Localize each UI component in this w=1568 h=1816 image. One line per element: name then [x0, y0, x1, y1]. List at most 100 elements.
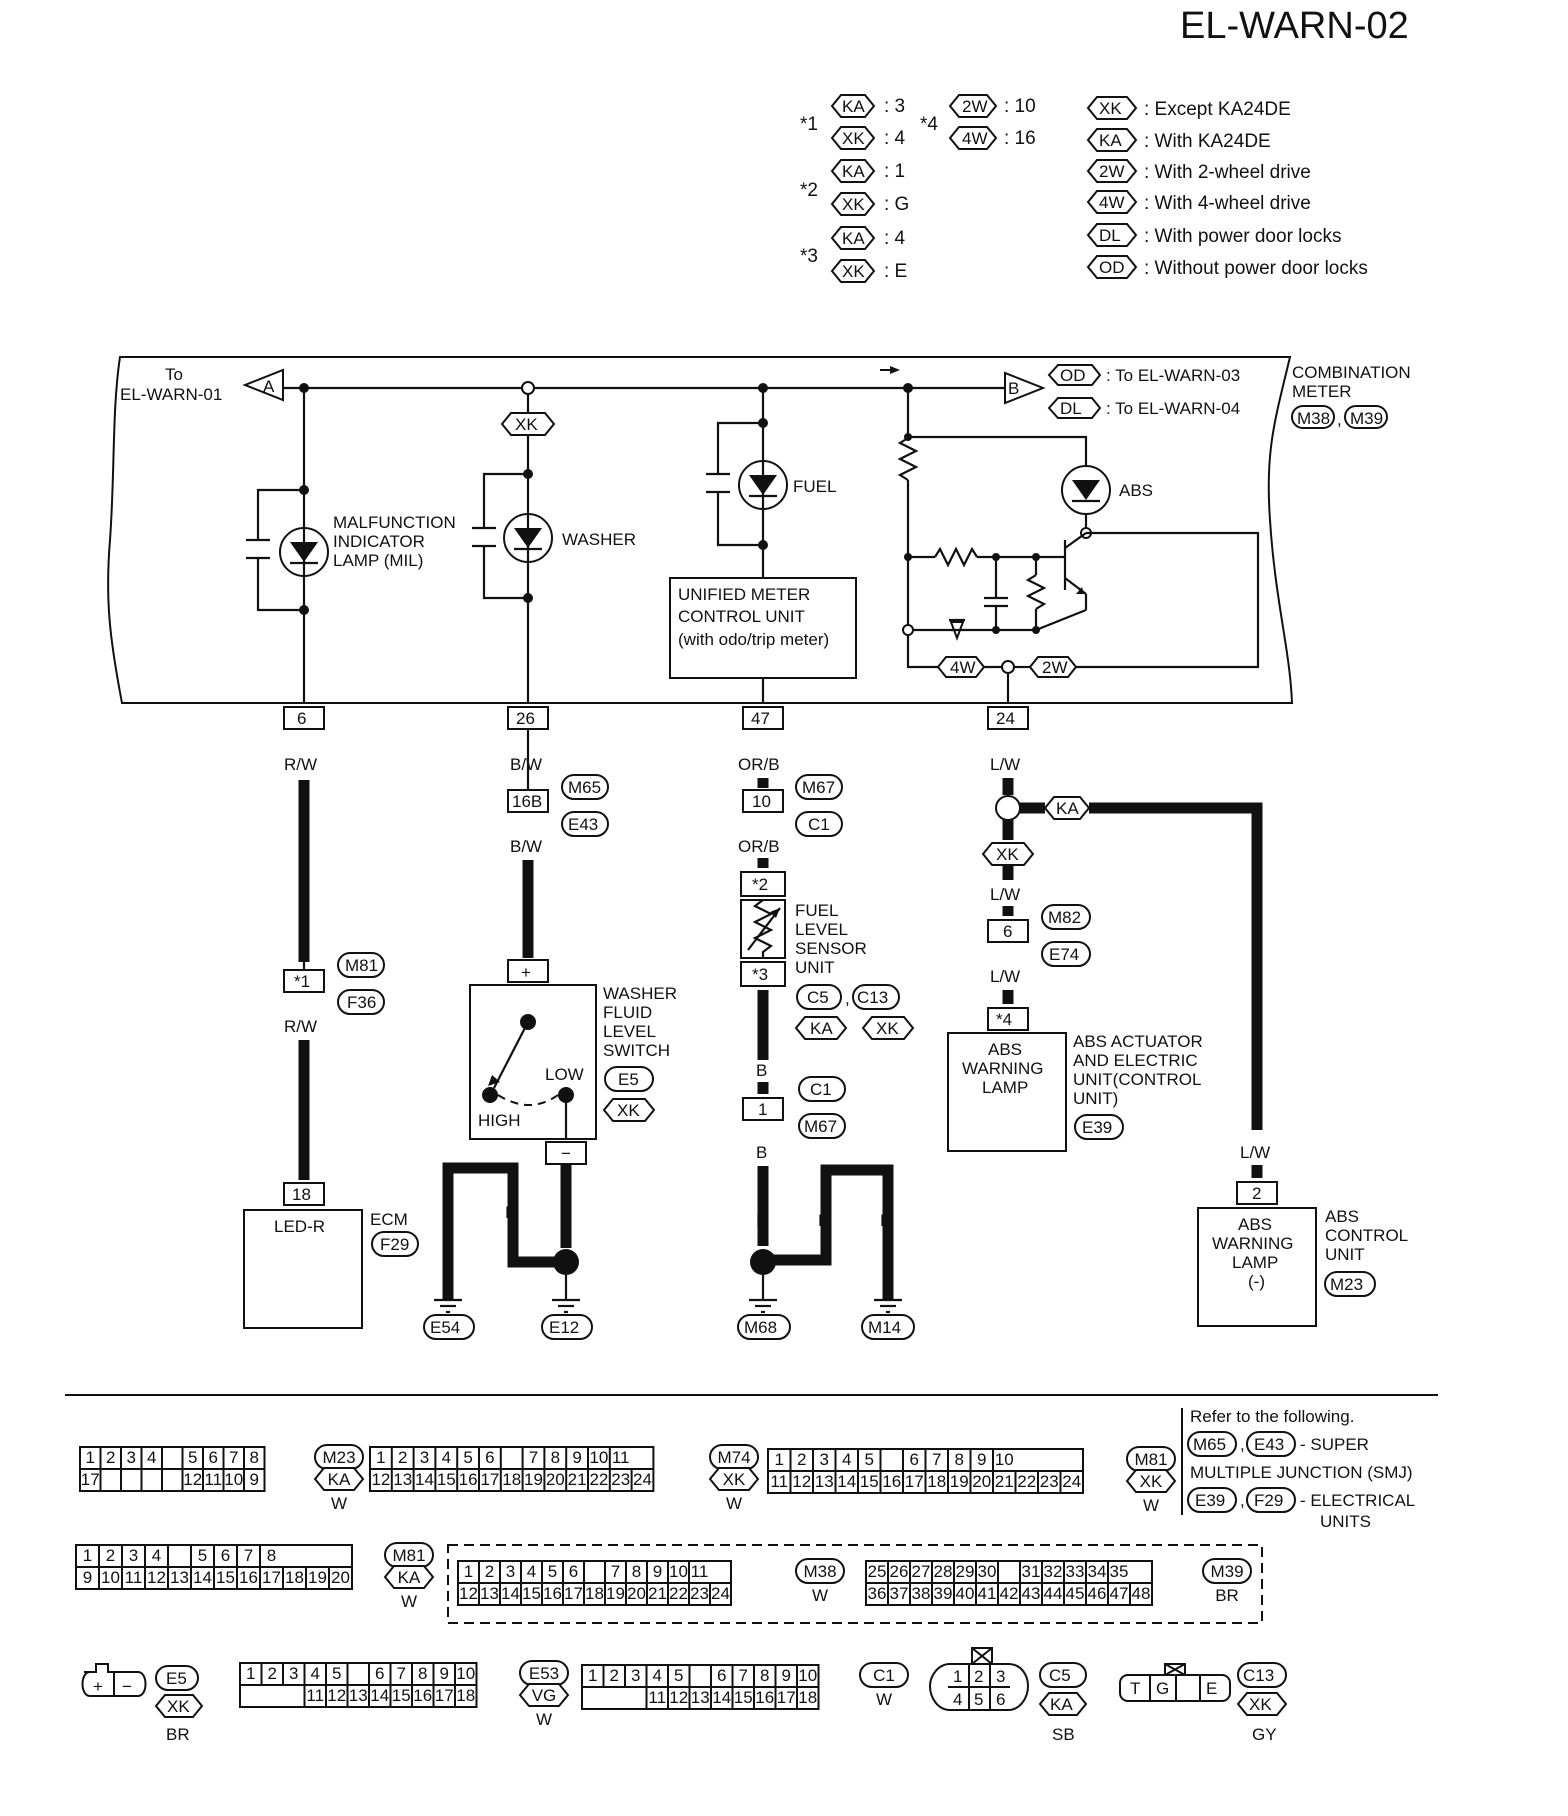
- note-code: 4W: [962, 129, 988, 148]
- svg-text:C13: C13: [1243, 1666, 1274, 1685]
- connector-color: W: [331, 1494, 347, 1513]
- pin-number: 4: [311, 1664, 320, 1683]
- connector-option: KA: [328, 1470, 351, 1489]
- pin-number: 26: [890, 1562, 909, 1581]
- svg-text:SWITCH: SWITCH: [603, 1041, 670, 1060]
- ground-e54: [423, 1314, 475, 1340]
- pin-number: 10: [798, 1666, 817, 1685]
- svg-text:UNIFIED METER: UNIFIED METER: [678, 585, 810, 604]
- pin-number: 30: [978, 1562, 997, 1581]
- svg-text:*2: *2: [752, 875, 768, 894]
- pin-number: 16: [413, 1686, 432, 1705]
- pin-number: 10: [589, 1448, 608, 1467]
- svg-text:WARNING: WARNING: [1212, 1234, 1294, 1253]
- svg-text:F36: F36: [347, 993, 376, 1012]
- svg-text:LAMP: LAMP: [982, 1078, 1028, 1097]
- pin-number: 47: [1110, 1584, 1129, 1603]
- pin-number: 2: [268, 1664, 277, 1683]
- pin-number: 7: [244, 1546, 253, 1565]
- svg-text:2W: 2W: [1042, 658, 1068, 677]
- pin-number: 8: [267, 1546, 276, 1565]
- pin-number: 40: [956, 1584, 975, 1603]
- svg-text:M67: M67: [802, 778, 835, 797]
- pin-number: 10: [669, 1562, 688, 1581]
- pin-number: 27: [912, 1562, 931, 1581]
- svg-text:ABS: ABS: [1325, 1207, 1359, 1226]
- pin-number: 45: [1066, 1584, 1085, 1603]
- pin-number: 20: [972, 1472, 991, 1491]
- connector-color: W: [536, 1710, 552, 1729]
- pin-number: 13: [691, 1688, 710, 1707]
- pin-number: 3: [127, 1448, 136, 1467]
- washer-lamp-icon: [503, 513, 553, 563]
- note-value: : E: [884, 261, 907, 282]
- svg-text:: Without power door locks: : Without power door locks: [1144, 258, 1368, 279]
- pin-number: 1: [83, 1546, 92, 1565]
- pin-number: 3: [506, 1562, 515, 1581]
- pin-number: 5: [188, 1448, 197, 1467]
- pin-number: 3: [631, 1666, 640, 1685]
- legend-item: OD : Without power door locks: [1086, 255, 1368, 279]
- legend-item: 2W : With 2-wheel drive: [1086, 159, 1311, 183]
- svg-text:FUEL: FUEL: [793, 477, 836, 496]
- pin-number: 20: [627, 1584, 646, 1603]
- connector-c13: T G E C13 XK GY: [1119, 1662, 1288, 1744]
- pin-number: 2: [797, 1450, 806, 1469]
- svg-text:SENSOR: SENSOR: [795, 939, 867, 958]
- svg-text:KA: KA: [810, 1019, 833, 1038]
- pin-number: 6: [485, 1448, 494, 1467]
- pin-number: 4: [653, 1666, 662, 1685]
- pin-number: 22: [589, 1470, 608, 1489]
- pin-number: 1: [376, 1448, 385, 1467]
- svg-text:B: B: [818, 1211, 829, 1230]
- svg-text:1: 1: [953, 1667, 962, 1686]
- pin-number: 39: [934, 1584, 953, 1603]
- svg-text:UNIT: UNIT: [1325, 1245, 1365, 1264]
- pin-number: 1: [588, 1666, 597, 1685]
- note-mark: *4: [920, 114, 938, 135]
- fuel-lamp-icon: [738, 460, 788, 510]
- pin-number: 7: [932, 1450, 941, 1469]
- svg-text:,: ,: [1240, 1435, 1245, 1454]
- pin-number: 6: [569, 1562, 578, 1581]
- pin-number: 15: [522, 1584, 541, 1603]
- ground-m68: [737, 1314, 791, 1340]
- pin-number: 5: [674, 1666, 683, 1685]
- svg-text:ABS: ABS: [1119, 481, 1153, 500]
- svg-text:,: ,: [845, 989, 850, 1008]
- svg-text:WASHER: WASHER: [562, 530, 636, 549]
- svg-text:KA: KA: [1056, 799, 1079, 818]
- pin-number: 11: [691, 1562, 709, 1581]
- pin-number: 33: [1066, 1562, 1085, 1581]
- pin-number: 10: [456, 1664, 475, 1683]
- svg-text:B: B: [880, 1211, 891, 1230]
- svg-text:: Except KA24DE: : Except KA24DE: [1144, 99, 1291, 120]
- svg-text:: With 2-wheel drive: : With 2-wheel drive: [1144, 162, 1311, 183]
- pin-number: 20: [331, 1568, 350, 1587]
- pin-number: 3: [820, 1450, 829, 1469]
- pin-number: 2: [106, 1546, 115, 1565]
- svg-text:B/W: B/W: [510, 837, 542, 856]
- pin-number: 9: [440, 1664, 449, 1683]
- pin-number: 23: [1040, 1472, 1059, 1491]
- svg-text:F29: F29: [1254, 1491, 1283, 1510]
- note-code: XK: [842, 195, 865, 214]
- svg-text:MULTIPLE JUNCTION (SMJ): MULTIPLE JUNCTION (SMJ): [1190, 1463, 1413, 1482]
- connector-label: M38: [1297, 409, 1330, 428]
- pin-number: 9: [572, 1448, 581, 1467]
- pin-number: 48: [1132, 1584, 1151, 1603]
- pin-number: 5: [548, 1562, 557, 1581]
- pin-number: 14: [837, 1472, 856, 1491]
- pin-number: 16: [239, 1568, 258, 1587]
- connector-code: M38: [803, 1562, 836, 1581]
- svg-text:FUEL: FUEL: [795, 901, 838, 920]
- connector-code: M39: [1210, 1562, 1243, 1581]
- pin-number: 12: [669, 1688, 688, 1707]
- pin-number: 34: [1088, 1562, 1107, 1581]
- pin-number: 11: [125, 1568, 143, 1587]
- option-notes: *1 KA : 3 XK : 4 *2 KA : 1 XK : G *3 KA …: [800, 94, 1036, 283]
- combination-meter: COMBINATION METER M38 , M39 To EL-WARN-0…: [107, 356, 1411, 730]
- note-value: : 1: [884, 161, 905, 182]
